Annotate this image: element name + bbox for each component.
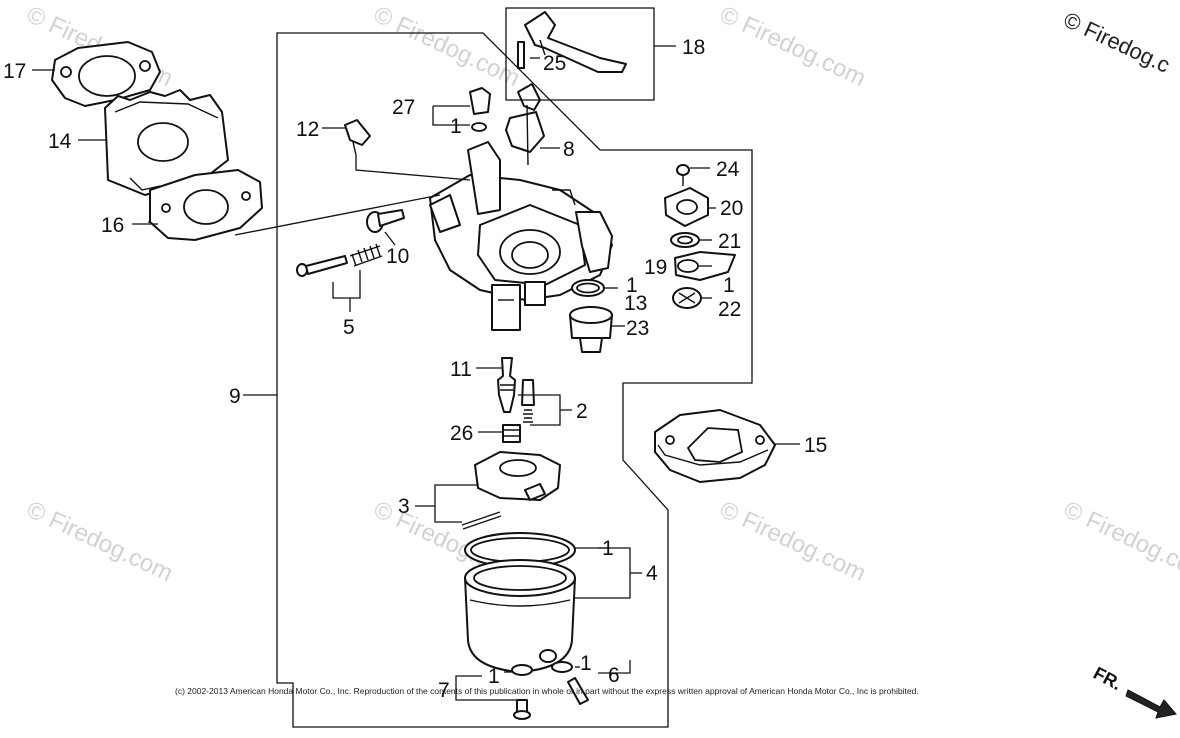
callout-1-6: 1	[580, 652, 592, 675]
copyright-notice: (c) 2002-2013 American Honda Motor Co., …	[175, 686, 919, 696]
callout-13: 13	[624, 292, 647, 315]
callout-7: 7	[438, 679, 450, 702]
callout-12: 12	[296, 118, 319, 141]
part-22-cap	[672, 287, 702, 309]
part-15-gasket	[654, 409, 776, 483]
callout-1-13: 1	[626, 274, 638, 297]
callout-5: 5	[343, 316, 355, 339]
callout-labels: 17 14 16 18 25 27 1 12 8 24 20 21 19 1 2…	[3, 36, 827, 702]
part-2-float-valve	[521, 379, 535, 423]
fr-arrow-icon	[1125, 689, 1177, 719]
callout-3: 3	[398, 495, 410, 518]
part-13-o-ring	[571, 279, 605, 297]
part-27-screw	[469, 87, 491, 132]
part-26-main-jet	[502, 424, 521, 443]
callout-6: 6	[608, 664, 620, 687]
part-6-drain-screw	[551, 661, 589, 705]
callout-21: 21	[718, 230, 741, 253]
callout-22: 22	[718, 298, 741, 321]
callout-1-7: 1	[488, 665, 500, 688]
watermark-2: © Firedog.com	[369, 1, 523, 92]
callout-14: 14	[48, 130, 72, 153]
part-18-choke-lever	[517, 11, 627, 73]
callout-26: 26	[450, 422, 473, 445]
part-5-throttle-stop-screw	[296, 243, 383, 277]
callout-18: 18	[682, 36, 705, 59]
callout-23: 23	[626, 317, 649, 340]
part-14-insulator	[104, 89, 229, 196]
watermark-top-right: © Firedog.c	[1060, 7, 1174, 78]
callout-19: 19	[644, 256, 667, 279]
part-11-nozzle	[497, 357, 516, 413]
callout-11: 11	[450, 358, 472, 381]
watermark-4: © Firedog.com	[22, 496, 176, 587]
assembly-outline	[276, 32, 753, 728]
part-20-plate	[664, 187, 709, 227]
callout-20: 20	[720, 197, 743, 220]
part-3-float	[461, 451, 561, 530]
leader-lines	[32, 7, 800, 701]
callout-4: 4	[646, 562, 658, 585]
callout-8: 8	[563, 138, 575, 161]
part-4-float-chamber	[464, 532, 576, 673]
part-8-choke-shaft	[505, 83, 545, 166]
part-21-ring	[670, 232, 700, 248]
part-17-gasket	[51, 41, 161, 107]
callout-10: 10	[386, 245, 409, 268]
callout-15: 15	[804, 434, 827, 457]
callout-25: 25	[543, 52, 566, 75]
callout-1-4: 1	[602, 537, 614, 560]
watermark-3: © Firedog.com	[715, 1, 869, 92]
callout-1-top: 1	[450, 115, 462, 138]
callout-9: 9	[229, 385, 241, 408]
callout-27: 27	[392, 96, 415, 119]
callout-1-22: 1	[723, 274, 735, 297]
part-16-gasket	[149, 169, 263, 241]
callout-17: 17	[3, 60, 26, 83]
part-24-screw	[676, 164, 690, 186]
watermark-7: © Firedog.com	[1059, 496, 1180, 587]
part-10-screw	[366, 209, 405, 233]
front-orientation-indicator: FR.	[1090, 663, 1177, 719]
callout-24: 24	[716, 158, 740, 181]
callout-2: 2	[576, 400, 588, 423]
watermarks: © Firedog.com © Firedog.com © Firedog.co…	[22, 1, 1180, 587]
part-12-clip	[344, 119, 371, 156]
part-7-drain-bolt	[511, 664, 533, 720]
callout-16: 16	[101, 214, 124, 237]
watermark-6: © Firedog.com	[715, 496, 869, 587]
fr-label: FR.	[1090, 663, 1125, 694]
part-23-plunger	[569, 306, 613, 353]
carburetor-body	[429, 141, 613, 331]
